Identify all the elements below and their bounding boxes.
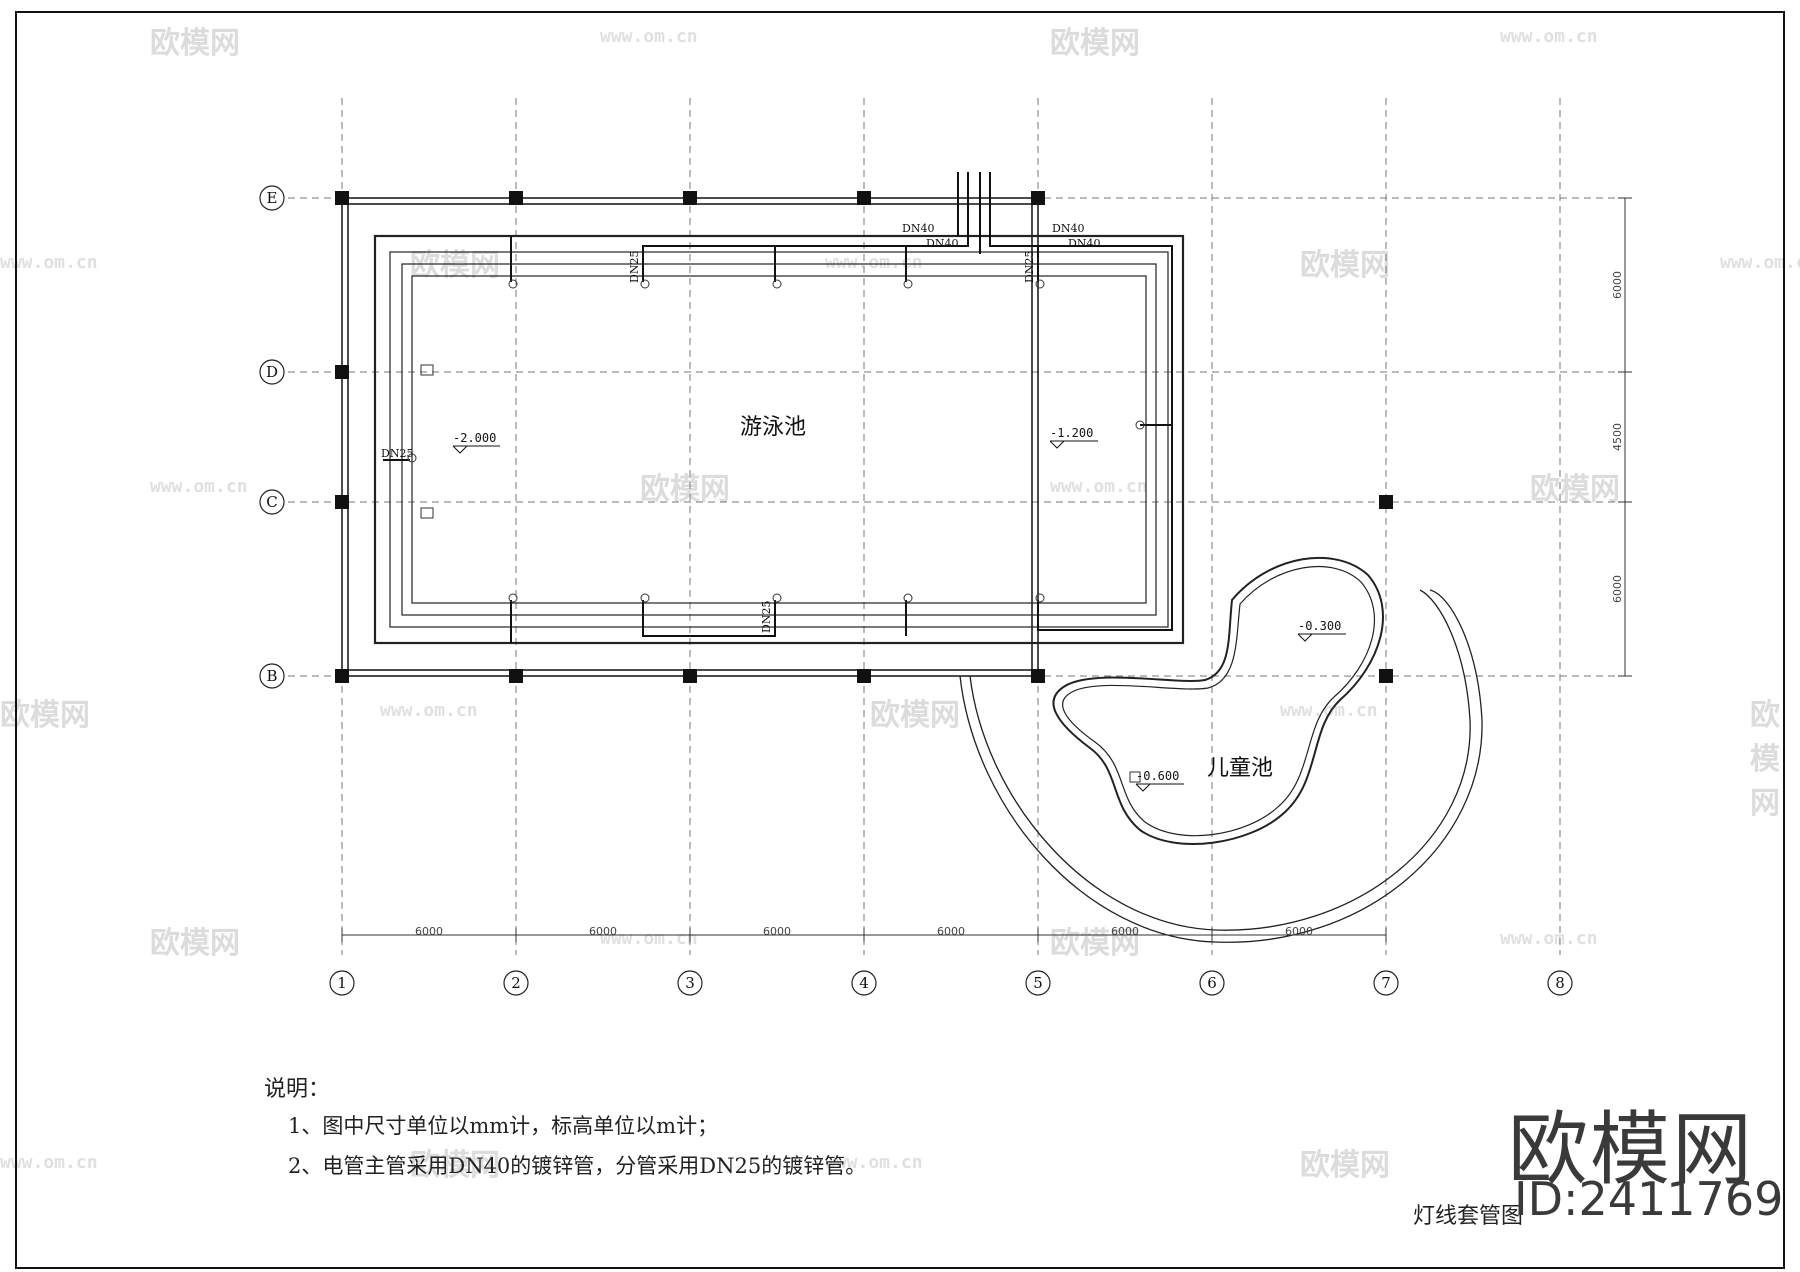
column-axis-bubbles	[329, 970, 1573, 996]
watermark-url: www.om.cn	[1720, 252, 1800, 273]
right-dim-1: 6000	[1611, 271, 1624, 299]
right-dimension-line	[1618, 197, 1632, 677]
watermark-text: 欧模网	[1300, 248, 1390, 283]
span-dim-3: 6000	[763, 925, 791, 938]
elevation-markers: -2.000 -1.200 -0.300 -0.600	[453, 426, 1341, 783]
axis-label-3: 3	[685, 974, 695, 992]
watermark-url: www.om.cn	[825, 252, 923, 273]
pipe-label-dn40-b: DN40	[926, 237, 958, 250]
light-fixtures	[407, 279, 1145, 603]
axis-label-5: 5	[1033, 974, 1043, 992]
main-pool-outline	[373, 234, 1185, 645]
watermark-url: www.om.cn	[1050, 476, 1148, 497]
note-item-2: 2、电管主管采用DN40的镀锌管，分管采用DN25的镀锌管。	[288, 1154, 867, 1178]
right-dim-2: 4500	[1611, 423, 1624, 451]
elevation-kids-b: -0.600	[1136, 769, 1179, 783]
watermark-url: www.om.cn	[0, 1152, 98, 1173]
axis-label-7: 7	[1381, 974, 1391, 992]
elevation-main-deep: -2.000	[453, 431, 496, 445]
watermark-url: www.om.cn	[600, 928, 698, 949]
pipe-size-labels: DN40 DN40 DN40 DN40 DN25 DN25 DN25 DN25	[381, 222, 1100, 633]
watermark-text: 欧模网	[1300, 1148, 1390, 1183]
pipe-label-dn25-top-b: DN25	[1023, 251, 1036, 283]
watermark-text: 欧模网	[1530, 472, 1620, 507]
watermark-url: www.om.cn	[1500, 26, 1598, 47]
pipe-label-dn40-d: DN40	[1068, 237, 1100, 250]
span-dim-2: 6000	[589, 925, 617, 938]
brand-watermark: 欧模网	[1508, 1103, 1754, 1196]
axis-label-8: 8	[1555, 974, 1565, 992]
axis-label-C: C	[266, 493, 277, 511]
pipe-label-dn25-top-a: DN25	[628, 251, 641, 283]
pipe-label-dn25-left: DN25	[381, 447, 413, 460]
pool-drains	[420, 364, 1141, 783]
watermark-text: 欧模网	[150, 26, 240, 61]
watermark-text: 欧模网	[1050, 26, 1140, 61]
watermark-text: 欧模网	[870, 698, 960, 733]
row-axis-labels: E D C B	[266, 189, 278, 685]
axis-label-B: B	[266, 667, 277, 685]
watermark-text: 欧模网	[410, 1148, 500, 1183]
right-dim-3: 6000	[1611, 575, 1624, 603]
span-dimension-labels: 6000 6000 6000 6000 6000 6000	[415, 925, 1313, 938]
sheet-border	[15, 11, 1785, 1269]
axis-label-6: 6	[1207, 974, 1217, 992]
note-item-1: 1、图中尺寸单位以mm计，标高单位以m计；	[288, 1114, 719, 1138]
brand-id: ID:2411769	[1514, 1172, 1784, 1226]
elevation-kids-a: -0.300	[1298, 619, 1341, 633]
span-dim-1: 6000	[415, 925, 443, 938]
right-dimension-labels: 6000 4500 6000	[1611, 271, 1624, 603]
watermark-text: 欧模网	[410, 248, 500, 283]
axis-label-2: 2	[511, 974, 521, 992]
watermark-url: www.om.cn	[150, 476, 248, 497]
watermark-text: 欧模网	[150, 926, 240, 961]
grid-lines	[288, 98, 1625, 955]
watermark-url: www.om.cn	[380, 700, 478, 721]
elevation-leaders	[452, 440, 1346, 792]
watermark-text: 欧模网	[640, 472, 730, 507]
span-dim-5: 6000	[1111, 925, 1139, 938]
structural-columns	[335, 191, 1393, 683]
elevation-main-shallow: -1.200	[1050, 426, 1093, 440]
watermark-text: 欧模网	[1050, 926, 1140, 961]
axis-label-E: E	[267, 189, 278, 207]
notes-title: 说明：	[264, 1077, 331, 1102]
column-axis-labels: 1 2 3 4 5 6 7 8	[337, 974, 1565, 992]
main-pool-label: 游泳池	[740, 415, 806, 440]
curved-wall	[959, 589, 1483, 943]
pool-labels: 游泳池 儿童池	[740, 415, 1273, 781]
drawing-title: 灯线套管图	[1413, 1204, 1524, 1229]
span-dim-6: 6000	[1285, 925, 1313, 938]
row-axis-bubbles	[259, 185, 285, 689]
watermark-text: 欧模网	[1750, 698, 1780, 821]
kids-pool-outline	[1052, 556, 1384, 845]
watermark-url: www.om.cn	[0, 252, 98, 273]
bottom-dimension-line	[341, 928, 1387, 942]
axis-label-4: 4	[859, 974, 869, 992]
axis-label-1: 1	[337, 974, 347, 992]
axis-label-D: D	[266, 363, 278, 381]
kids-pool-label: 儿童池	[1207, 756, 1273, 781]
conduit-runs	[383, 172, 1173, 643]
watermark-url: www.om.cn	[1280, 700, 1378, 721]
pipe-label-dn40-c: DN40	[1052, 222, 1084, 235]
watermark-url: www.om.cn	[1500, 928, 1598, 949]
watermark-url: www.om.cn	[825, 1152, 923, 1173]
watermark-url: www.om.cn	[600, 26, 698, 47]
span-dim-4: 6000	[937, 925, 965, 938]
pipe-label-dn40-a: DN40	[902, 222, 934, 235]
pipe-label-dn25-bottom: DN25	[760, 601, 773, 633]
